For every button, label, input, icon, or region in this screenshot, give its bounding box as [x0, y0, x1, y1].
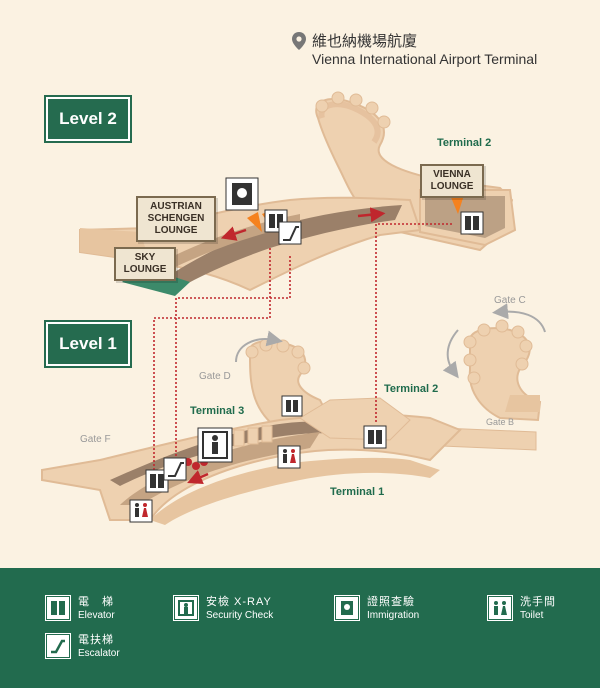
terminal-1-label: Terminal 1	[330, 486, 385, 498]
toilet-icon	[277, 445, 301, 469]
legend-toilet: 洗手間 Toilet	[487, 595, 556, 622]
level-1-badge: Level 1	[44, 320, 132, 368]
map-icons	[129, 177, 484, 523]
terminal-map: 維也納機場航廈 Vienna International Airport Ter…	[41, 32, 546, 525]
gate-c-label: Gate C	[494, 295, 526, 306]
legend-toilet-en: Toilet	[520, 610, 544, 621]
elevator-icon	[281, 395, 303, 417]
legend-escalator-en: Escalator	[78, 648, 120, 659]
terminal-2-upper-label: Terminal 2	[437, 137, 492, 149]
legend-escalator-cn: 電扶梯	[78, 634, 114, 646]
legend-elevator-en: Elevator	[78, 610, 115, 621]
legend-elevator: 電 梯 Elevator	[45, 595, 115, 622]
legend-immigration: 證照查驗 Immigration	[334, 595, 420, 622]
security-check-icon	[173, 595, 199, 621]
level1-floor	[41, 319, 542, 525]
legend-panel: 電 梯 Elevator 安檢 X-RAY Security Check 證照查…	[0, 568, 600, 688]
legend-escalator: 電扶梯 Escalator	[45, 633, 120, 660]
elevator-icon	[363, 425, 387, 449]
legend-toilet-cn: 洗手間	[520, 596, 556, 608]
elevator-icon	[460, 211, 484, 235]
elevator-icon	[45, 595, 71, 621]
location-pin-icon	[292, 32, 306, 50]
toilet-icon	[487, 595, 513, 621]
gate-b-label: Gate B	[486, 417, 515, 427]
legend-security: 安檢 X-RAY Security Check	[173, 595, 274, 622]
immigration-icon	[334, 595, 360, 621]
level-2-badge: Level 2	[44, 95, 132, 143]
legend-immigration-en: Immigration	[367, 610, 420, 621]
gate-d-label: Gate D	[199, 371, 231, 382]
security-check-icon	[197, 427, 233, 463]
escalator-icon	[45, 633, 71, 659]
elevator-icon	[145, 469, 169, 493]
terminal-2-lower-label: Terminal 2	[384, 383, 439, 395]
immigration-icon	[225, 177, 259, 211]
map-drawing	[41, 91, 546, 525]
gate-f-label: Gate F	[80, 434, 111, 445]
sky-lounge: SKY LOUNGE	[114, 247, 176, 281]
escalator-icon	[278, 221, 302, 245]
legend-immigration-cn: 證照查驗	[367, 596, 415, 608]
vienna-lounge: VIENNA LOUNGE	[420, 164, 484, 198]
title-chinese: 維也納機場航廈	[312, 33, 418, 50]
escalator-icon	[163, 457, 187, 481]
legend-security-cn: 安檢 X-RAY	[206, 596, 272, 608]
legend-security-en: Security Check	[206, 610, 274, 621]
legend-elevator-cn: 電 梯	[78, 596, 114, 608]
toilet-icon	[129, 499, 153, 523]
austrian-schengen-lounge: AUSTRIAN SCHENGEN LOUNGE	[136, 196, 216, 242]
title-english: Vienna International Airport Terminal	[312, 51, 538, 67]
terminal-3-label: Terminal 3	[190, 405, 245, 417]
